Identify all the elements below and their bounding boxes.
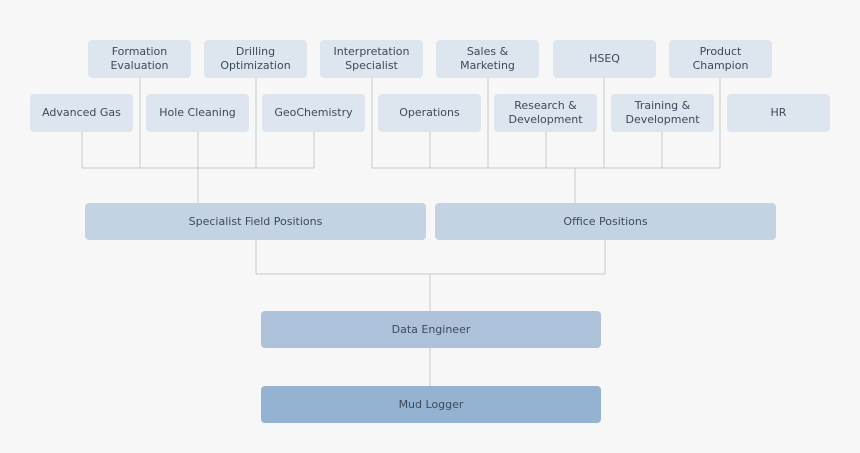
node-mud-logger: Mud Logger (261, 386, 601, 423)
node-advanced-gas: Advanced Gas (30, 94, 133, 132)
node-drilling-optimization: Drilling Optimization (204, 40, 307, 78)
node-specialist-field-positions: Specialist Field Positions (85, 203, 426, 240)
node-product-champion: Product Champion (669, 40, 772, 78)
node-hseq: HSEQ (553, 40, 656, 78)
node-formation-evaluation: Formation Evaluation (88, 40, 191, 78)
node-interpretation-specialist: Interpretation Specialist (320, 40, 423, 78)
node-office-positions: Office Positions (435, 203, 776, 240)
node-hole-cleaning: Hole Cleaning (146, 94, 249, 132)
node-training-development: Training & Development (611, 94, 714, 132)
node-hr: HR (727, 94, 830, 132)
node-research-development: Research & Development (494, 94, 597, 132)
node-sales-marketing: Sales & Marketing (436, 40, 539, 78)
node-operations: Operations (378, 94, 481, 132)
node-data-engineer: Data Engineer (261, 311, 601, 348)
node-geochemistry: GeoChemistry (262, 94, 365, 132)
